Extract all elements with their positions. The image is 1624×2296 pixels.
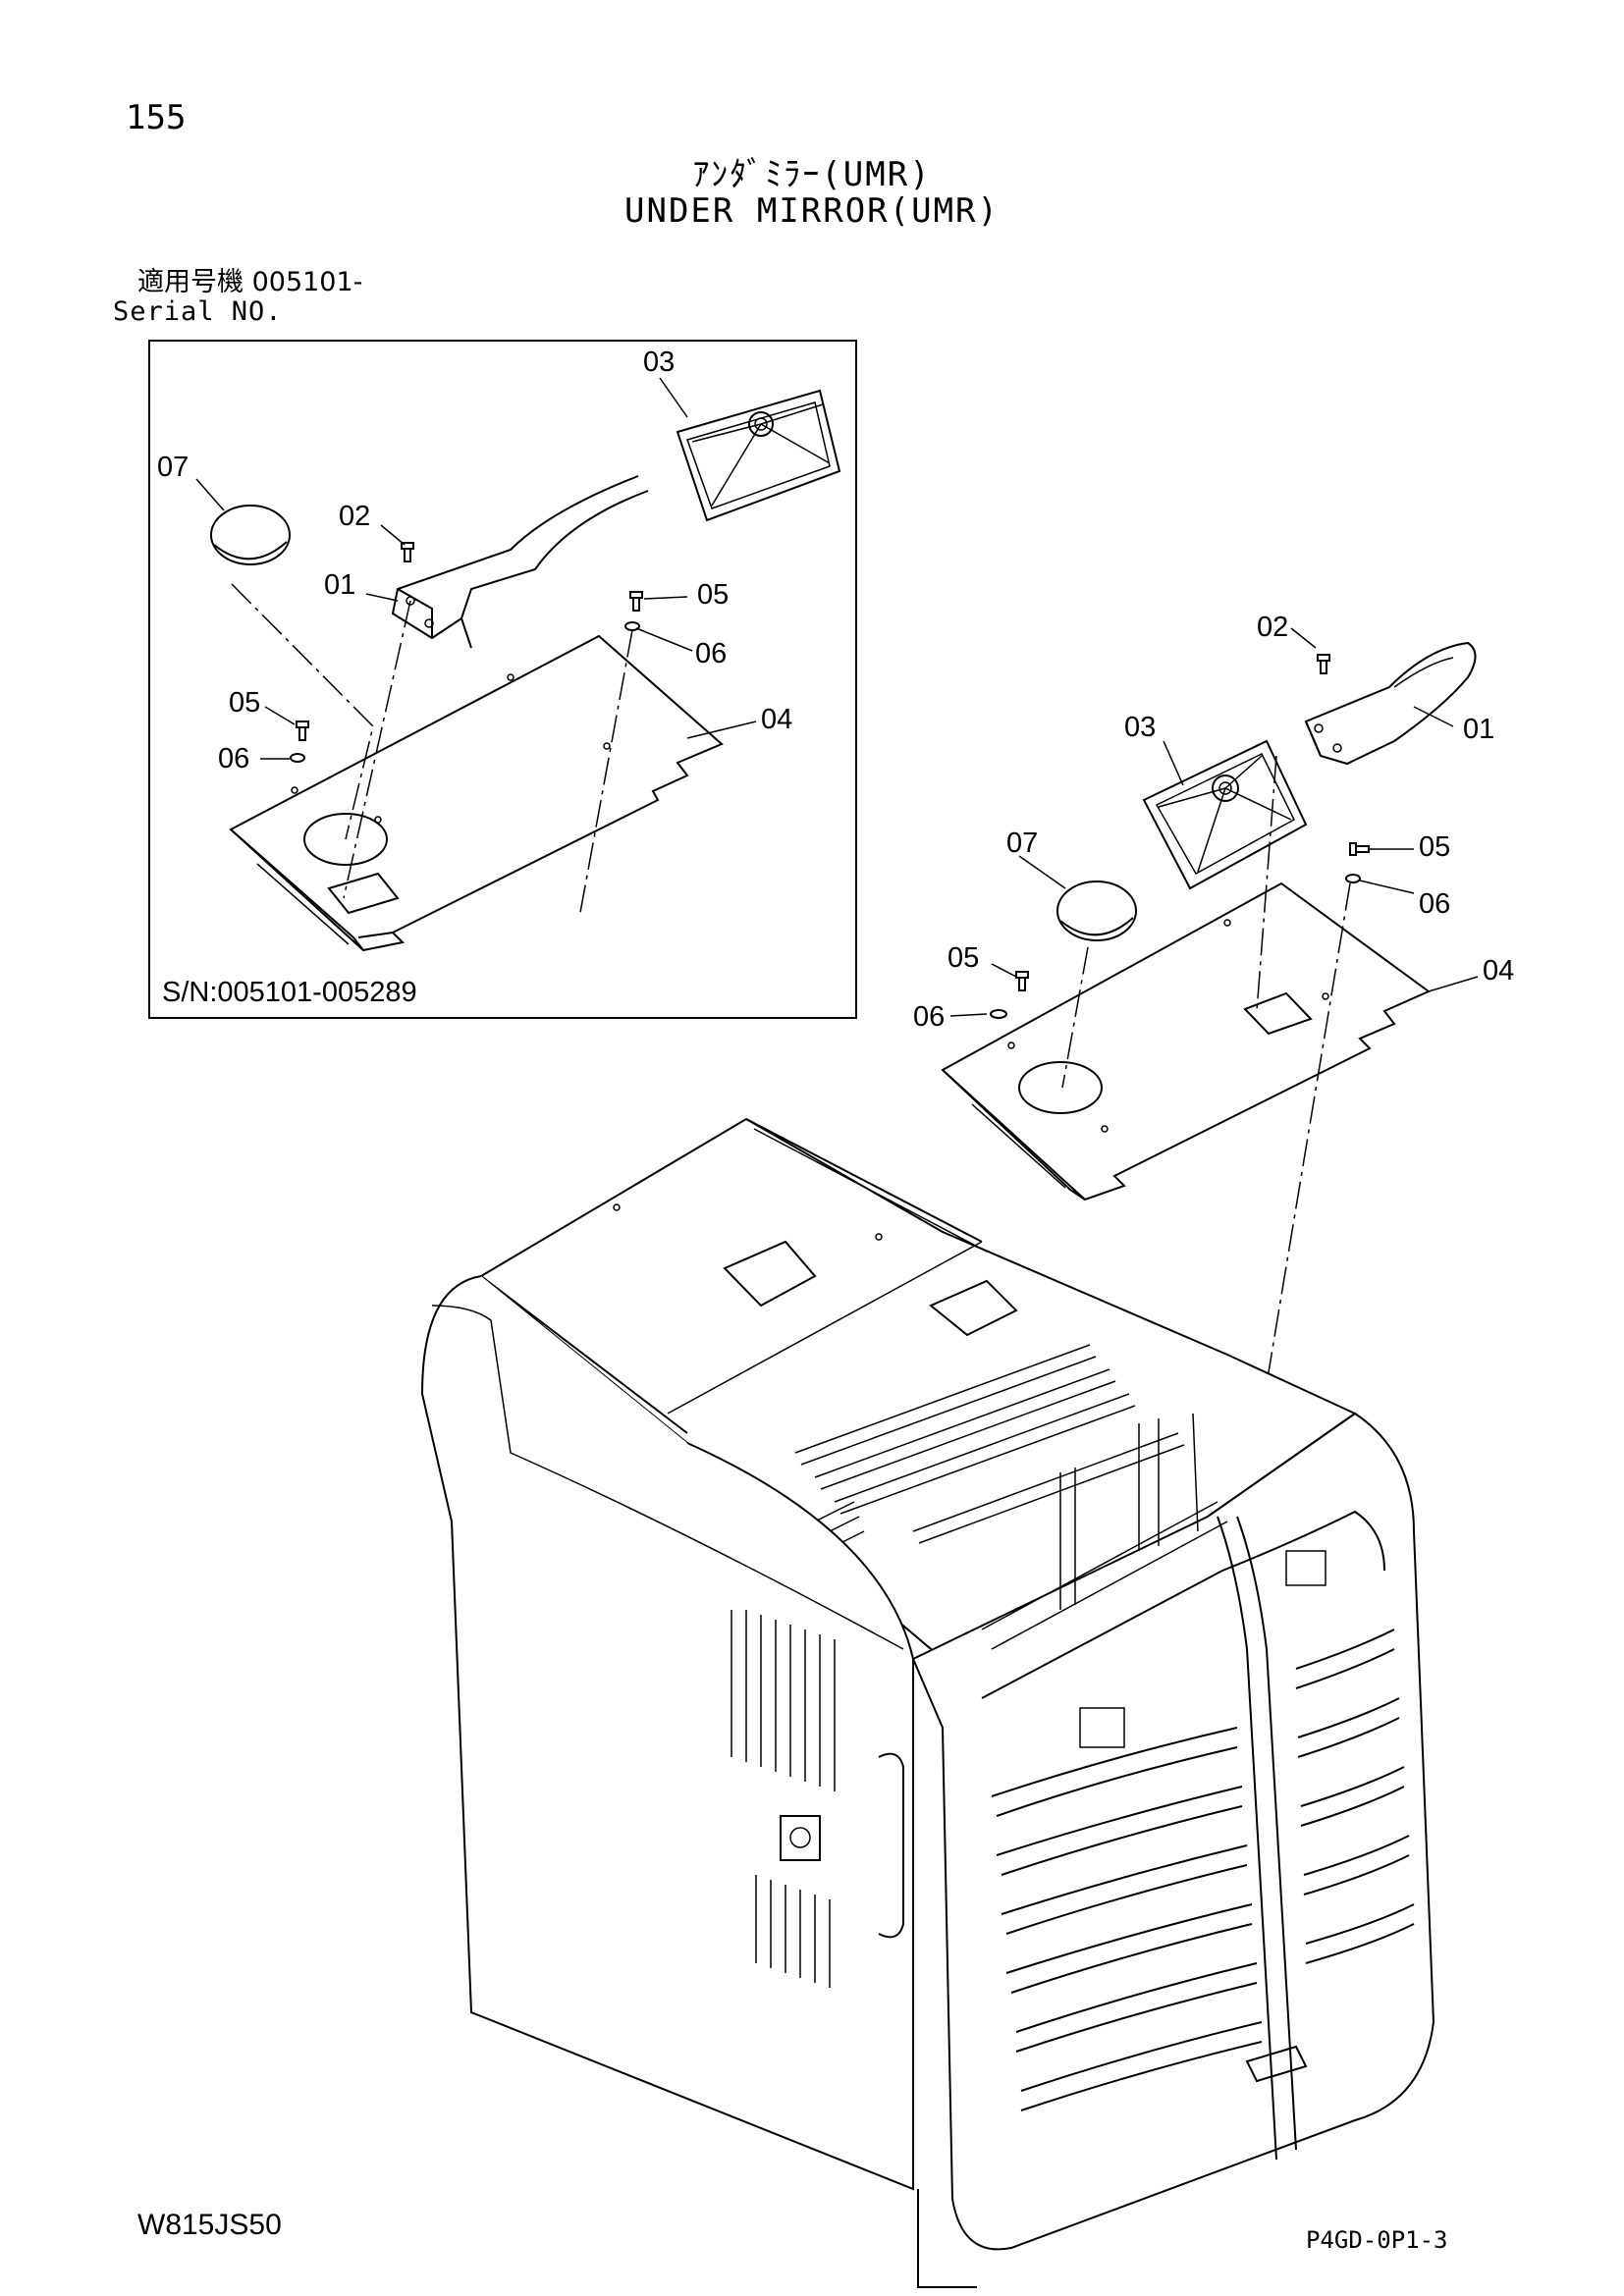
main-callout-03: 03	[1124, 712, 1156, 743]
internal-frame	[981, 1413, 1228, 1650]
serial-label-english: Serial NO.	[113, 296, 283, 327]
main-callout-04: 04	[1483, 955, 1514, 987]
main-bolt-05-right	[1349, 842, 1370, 856]
side-badge	[780, 1815, 821, 1861]
page-code: P4GD-0P1-3	[1306, 2226, 1448, 2254]
inset-callout-07: 07	[157, 452, 189, 483]
serial-label-japanese: 適用号機 005101-	[137, 267, 363, 297]
side-louvers	[731, 1610, 836, 1988]
inset-cap-leader	[231, 583, 374, 840]
main-plate-hole	[1018, 1061, 1103, 1114]
inset-bolt-05-right	[629, 591, 643, 612]
main-washer-06-right	[1345, 874, 1361, 883]
main-callout-05-left: 05	[947, 942, 979, 974]
main-callout-02: 02	[1257, 612, 1288, 643]
inset-bolt-02	[401, 542, 414, 562]
main-bolt-02	[1317, 654, 1330, 674]
title-english: UNDER MIRROR(UMR)	[624, 191, 1000, 231]
grille-bars	[991, 1629, 1415, 2111]
main-callout-06-right: 06	[1419, 888, 1450, 920]
main-washer-06-left	[990, 1009, 1007, 1019]
inset-callout-06-right: 06	[695, 638, 727, 669]
inset-washer-06-left	[290, 753, 305, 763]
inset-callout-05-right: 05	[697, 579, 729, 611]
main-callout-07: 07	[1006, 828, 1038, 859]
model-number: W815JS50	[137, 2209, 282, 2241]
main-callout-06-left: 06	[913, 1001, 945, 1033]
hood-vents	[794, 1344, 1185, 1562]
inset-plate-hole	[303, 813, 388, 866]
inset-bolt-05-left	[296, 721, 309, 741]
main-bracket	[1304, 641, 1477, 766]
inset-serial-range: S/N:005101-005289	[162, 977, 417, 1008]
main-plate	[941, 881, 1431, 1201]
inset-callout-03: 03	[643, 347, 675, 378]
inset-callout-05-left: 05	[229, 687, 260, 719]
inset-bracket	[391, 475, 649, 649]
inset-frame	[148, 340, 857, 1019]
main-callout-05-right: 05	[1419, 831, 1450, 863]
machine-front-grille	[911, 1412, 1435, 2251]
hood-hatch-left	[723, 1240, 817, 1308]
title-japanese: ｱﾝﾀﾞﾐﾗｰ(UMR)	[692, 155, 932, 194]
side-handle	[878, 1752, 904, 1939]
inset-plate	[229, 634, 724, 952]
inset-cap	[210, 505, 291, 565]
inset-mirror	[676, 389, 841, 522]
main-cap	[1056, 881, 1137, 941]
machine-hood	[420, 1117, 1357, 2288]
hood-hatch-right	[929, 1279, 1018, 1337]
inset-callout-06-left: 06	[218, 743, 249, 774]
main-bolt-05-left	[1015, 971, 1029, 991]
main-mirror	[1142, 739, 1308, 890]
main-callout-01: 01	[1463, 714, 1494, 745]
page-number: 155	[126, 98, 187, 137]
inset-callout-02: 02	[339, 501, 370, 532]
inset-panel: 03 07 02 01 05 06 04 05 06 S/N:005101-00…	[148, 340, 857, 1019]
inset-mount-pad	[327, 872, 400, 915]
main-mount-pad	[1243, 991, 1313, 1036]
inset-callout-04: 04	[761, 704, 792, 735]
inset-callout-01: 01	[324, 569, 355, 601]
